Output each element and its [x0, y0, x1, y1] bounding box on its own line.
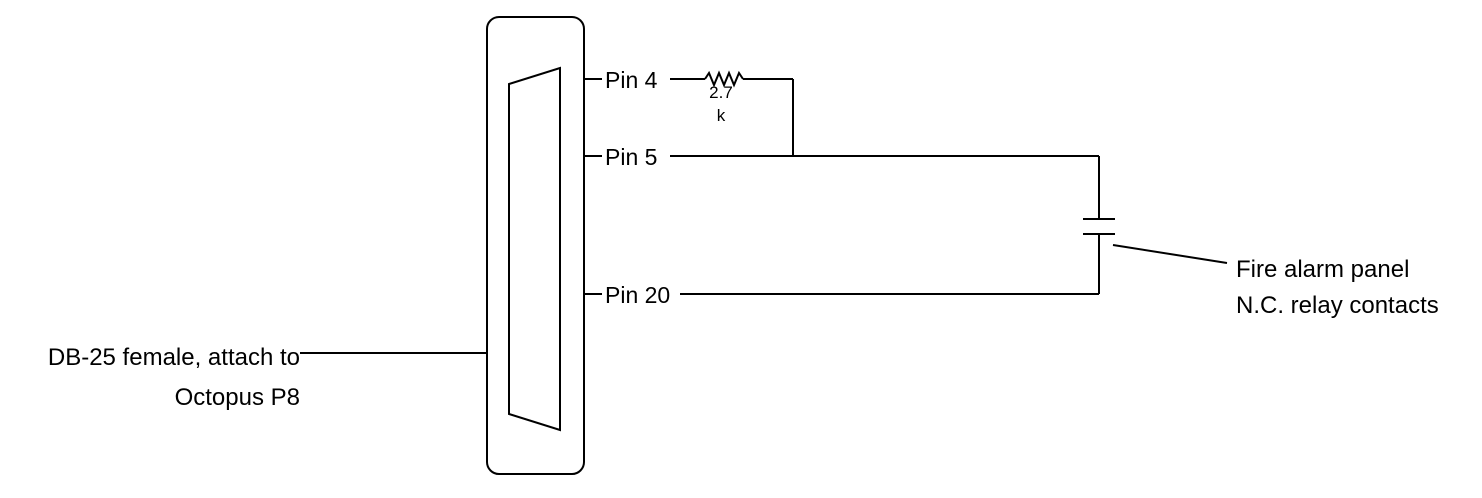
pin5-label: Pin 5 [604, 144, 659, 170]
resistor-symbol [704, 70, 744, 88]
relay-label-line1: Fire alarm panel [1236, 256, 1410, 283]
resistor-value-line1: 2.7 [709, 83, 733, 102]
db25-connector-face [508, 66, 561, 432]
relay-callout-line [1112, 244, 1228, 264]
relay-label-line2: N.C. relay contacts [1236, 292, 1439, 319]
pin20-label: Pin 20 [604, 282, 672, 308]
resistor-value-line2: k [716, 106, 726, 125]
connector-label-line1: DB-25 female, attach to [47, 344, 300, 371]
db25-connector-body [486, 16, 585, 475]
pin4-label: Pin 4 [604, 67, 659, 93]
connector-label-line2: Octopus P8 [174, 384, 300, 411]
